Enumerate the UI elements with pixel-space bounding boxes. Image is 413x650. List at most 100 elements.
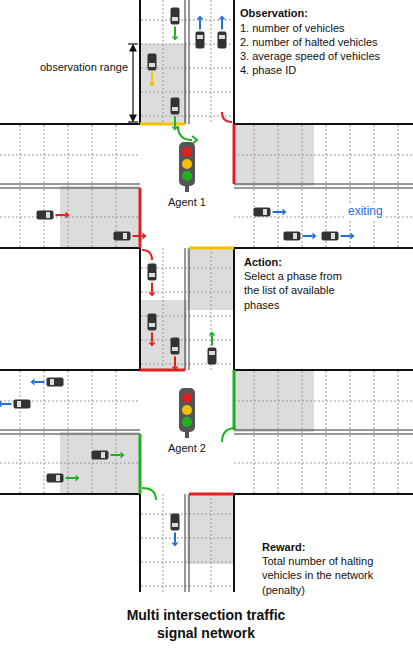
lane-dash	[141, 92, 233, 93]
car-body	[171, 514, 180, 531]
lane-dash	[141, 562, 233, 563]
car-window	[263, 209, 267, 215]
arrow-head	[351, 233, 355, 240]
car-body	[148, 54, 157, 71]
motion-arrow	[66, 477, 76, 479]
car-window	[172, 347, 178, 351]
car-body	[196, 32, 205, 49]
motion-arrow	[221, 20, 223, 30]
car-body	[37, 211, 54, 220]
lane-dash	[92, 371, 93, 493]
car-window	[50, 379, 54, 385]
motion-arrow	[2, 403, 12, 405]
lane-dash	[398, 125, 399, 247]
lane-dash	[68, 371, 69, 493]
road-edges	[0, 0, 413, 592]
action-text: Select a phase from the list of availabl…	[244, 269, 356, 312]
motion-arrow	[174, 117, 176, 127]
lane-dash	[350, 371, 351, 493]
arrow-head	[0, 401, 2, 408]
lane-dash	[44, 125, 45, 247]
lane-dash	[141, 116, 233, 117]
motion-arrow	[111, 454, 121, 456]
car-body	[92, 451, 109, 460]
arrow-head	[172, 543, 179, 547]
lane-dash	[234, 217, 413, 218]
car-window	[17, 401, 21, 407]
arrow-head	[172, 127, 179, 131]
car-body	[284, 232, 301, 241]
lane-dash	[350, 125, 351, 247]
lane-dash	[20, 125, 21, 247]
lane-dash	[163, 248, 164, 370]
arrow-head	[149, 293, 156, 297]
car-window	[46, 212, 50, 218]
arrow-head	[143, 233, 147, 240]
car-body	[114, 232, 131, 241]
car-body	[47, 474, 64, 483]
arrow-head	[172, 367, 179, 371]
car-body	[171, 338, 180, 355]
motion-arrow	[174, 357, 176, 367]
agent-label: Agent 2	[166, 441, 208, 455]
traffic-light	[179, 142, 195, 438]
turn-arrows	[142, 112, 236, 500]
caption: Multi intersection traffic signal networ…	[116, 606, 296, 642]
lane-dash	[278, 125, 279, 247]
range-bracket	[128, 44, 138, 122]
car-window	[209, 351, 215, 355]
lane-dash	[211, 494, 212, 592]
car-window	[331, 233, 335, 239]
agent-label: Agent 1	[166, 195, 208, 209]
motion-arrow	[303, 235, 313, 237]
lane-dash	[163, 0, 164, 124]
arrow-head	[31, 379, 35, 386]
lane-dash	[0, 463, 140, 464]
arrow-head	[209, 332, 216, 336]
lane-dash	[254, 125, 255, 247]
motion-arrow	[341, 235, 351, 237]
lane-dash	[141, 20, 233, 21]
arrow-head	[219, 16, 226, 20]
car-window	[101, 452, 105, 458]
motion-arrow	[273, 211, 283, 213]
observation-item: 3. average speed of vehicles	[240, 49, 380, 63]
lane-dash	[44, 371, 45, 493]
motion-arrow	[56, 214, 66, 216]
lane-dash	[141, 364, 233, 365]
car-window	[123, 233, 127, 239]
arrow-head	[313, 233, 317, 240]
car-body	[47, 378, 64, 387]
car-body	[218, 32, 227, 49]
lane-dash	[302, 371, 303, 493]
car-body	[322, 232, 339, 241]
arrow-head	[121, 452, 125, 459]
car-body	[171, 98, 180, 115]
motion-arrow	[35, 381, 45, 383]
lane-dash	[163, 494, 164, 592]
car-body	[148, 314, 157, 331]
motion-arrow	[151, 333, 153, 343]
exiting-label: exiting	[346, 204, 385, 220]
lane-dash	[141, 514, 233, 515]
section-heading: Action:	[244, 255, 282, 269]
lane-grid	[0, 0, 413, 592]
range-label: observation range	[34, 60, 128, 74]
arrow-head	[66, 212, 70, 219]
lane-dash	[374, 125, 375, 247]
car-body	[254, 208, 271, 217]
car-window	[219, 35, 225, 39]
stop-lines	[140, 124, 234, 494]
lane-dash	[141, 340, 233, 341]
car-window	[197, 35, 203, 39]
observation-item: 2. number of halted vehicles	[240, 35, 378, 49]
lane-dash	[278, 371, 279, 493]
car-window	[172, 17, 178, 21]
lane-dash	[234, 463, 413, 464]
arrow-head	[283, 209, 287, 216]
lane-dash	[211, 0, 212, 124]
lane-dash	[0, 155, 140, 156]
arrow-head	[76, 475, 80, 482]
